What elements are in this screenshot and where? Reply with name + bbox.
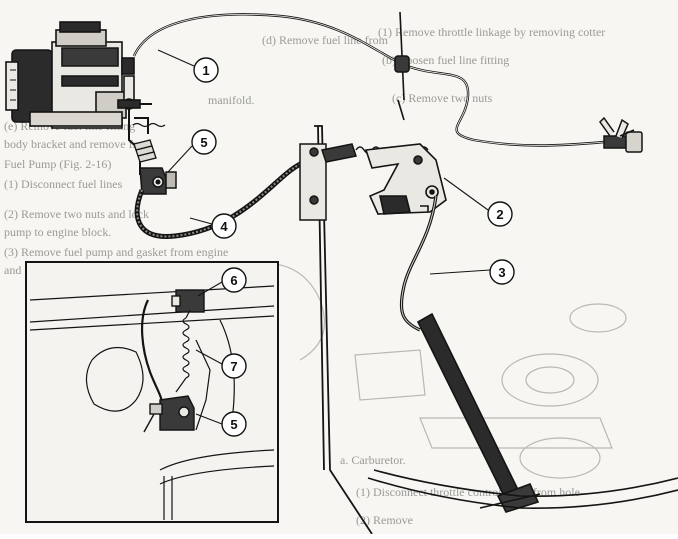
bleed-line: Fuel Pump (Fig. 2-16): [4, 157, 111, 171]
inset-upper-bracket: [171, 289, 205, 313]
bleed-line: pump to engine block.: [4, 225, 111, 239]
inset-cable: [140, 299, 164, 405]
bleed-line: (1) Disconnect fuel lines: [4, 177, 123, 191]
inset-spring: [175, 309, 191, 393]
bleed-line: (b) Loosen fuel line fitting: [382, 53, 509, 67]
callout-1: 1: [193, 57, 219, 83]
callout-label: 4: [220, 219, 228, 234]
throttle-cable-bracket: [139, 167, 177, 195]
pedal-link-rod: [399, 195, 438, 332]
bleed-line: (2) Remove: [356, 513, 413, 527]
callout-leaders: [157, 49, 491, 425]
callout-4: 4: [211, 213, 237, 239]
carburetor-spring: [132, 122, 166, 128]
bleed-through-drawings: [244, 262, 627, 479]
callout-2: 2: [487, 201, 513, 227]
pedal-lever-assembly: [364, 143, 447, 215]
callout-label: 3: [498, 265, 505, 280]
detail-inset: [25, 261, 279, 523]
callout-5: 5: [191, 129, 217, 155]
bleed-line: a. Carburetor.: [340, 453, 406, 467]
bleed-line: (2) Remove two nuts and lock: [4, 207, 149, 221]
callout-label: 7: [230, 359, 237, 374]
callout-3: 3: [489, 259, 515, 285]
bleed-through-text: (1) Remove throttle linkage by removing …: [4, 25, 605, 527]
cable-boot: [133, 139, 157, 163]
callout-5-inset: 5: [221, 411, 247, 437]
callout-label: 6: [230, 273, 237, 288]
callout-label: 1: [202, 63, 209, 78]
pedal-mounting-plate: [299, 143, 357, 221]
cable-clip: [394, 11, 410, 121]
accelerator-pedal: [367, 312, 678, 513]
bleed-line: (1) Remove throttle linkage by removing …: [378, 25, 605, 39]
inset-lower-bracket: [143, 395, 195, 433]
throttle-cable: [132, 13, 605, 147]
callout-label: 2: [496, 207, 503, 222]
bleed-line: manifold.: [208, 93, 254, 107]
carburetor: [5, 21, 152, 129]
bleed-line: (3) Remove fuel pump and gasket from eng…: [4, 245, 228, 259]
bleed-line: (1) Disconnect throttle control cable fr…: [356, 485, 580, 499]
callout-7: 7: [221, 353, 247, 379]
throttle-control-knob: [599, 116, 643, 153]
callout-label: 5: [200, 135, 207, 150]
callout-label: 5: [230, 417, 237, 432]
bleed-line: (d) Remove fuel line from: [262, 33, 389, 47]
bleed-line: body bracket and remove from: [4, 137, 153, 151]
bleed-line: (c) Remove two nuts: [392, 91, 493, 105]
callout-6: 6: [221, 267, 247, 293]
